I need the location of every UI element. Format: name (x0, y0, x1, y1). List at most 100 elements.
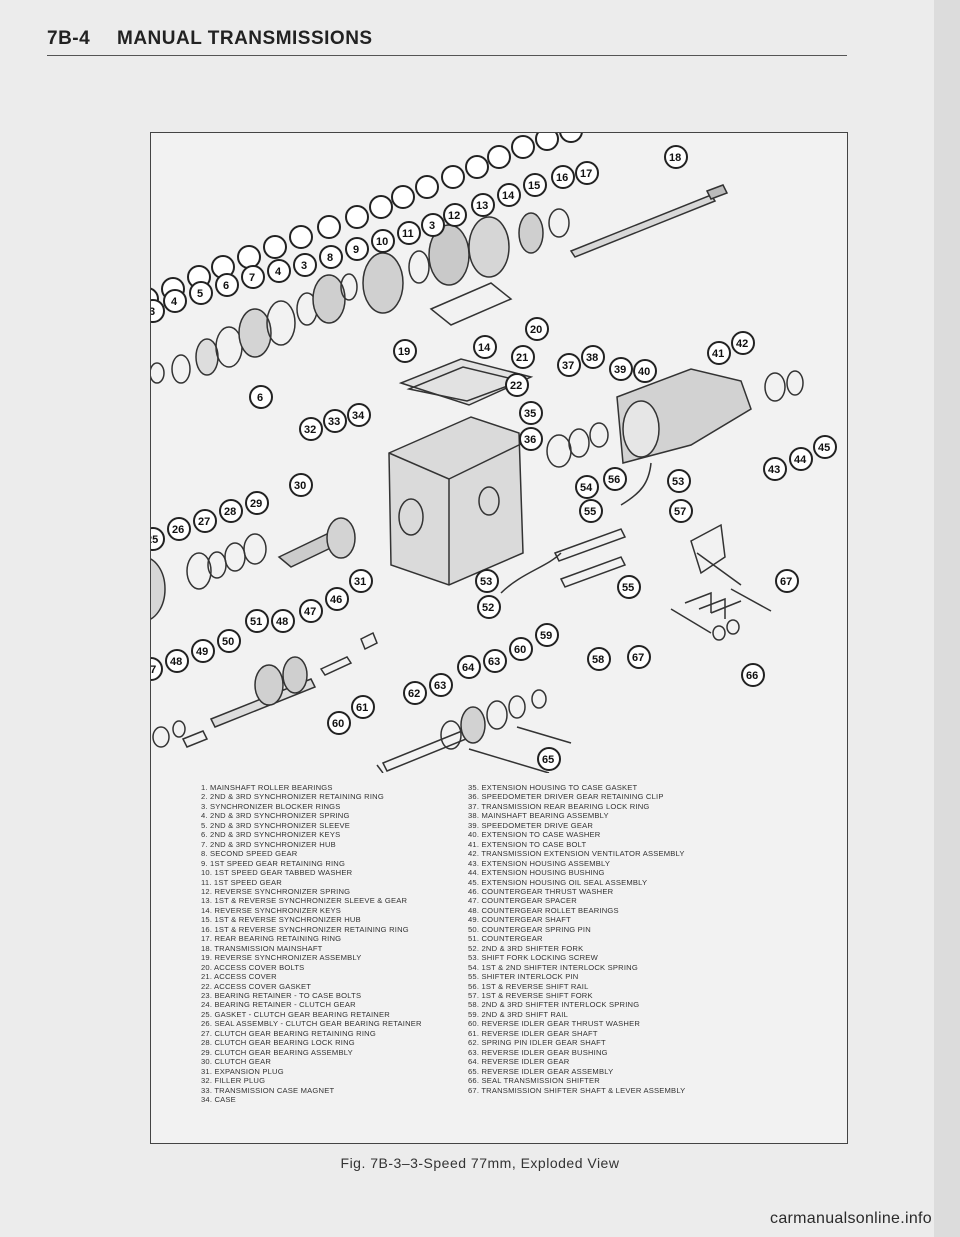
legend-item: 5. 2ND & 3RD SYNCHRONIZER SLEEVE (201, 820, 351, 830)
legend-item: 66. SEAL TRANSMISSION SHIFTER (468, 1076, 600, 1086)
svg-text:14: 14 (502, 190, 515, 202)
legend-item: 27. CLUTCH GEAR BEARING RETAINING RING (201, 1028, 376, 1038)
legend-item: 64. REVERSE IDLER GEAR (468, 1057, 570, 1067)
svg-text:4: 4 (275, 266, 282, 278)
svg-text:9: 9 (353, 244, 359, 256)
legend-left-column: 1. MAINSHAFT ROLLER BEARINGS 2. 2ND & 3R… (201, 783, 471, 1104)
legend-item: 7. 2ND & 3RD SYNCHRONIZER HUB (201, 839, 336, 849)
callout-group (151, 133, 583, 311)
svg-text:53: 53 (672, 476, 684, 488)
legend-item: 23. BEARING RETAINER - TO CASE BOLTS (201, 990, 362, 1000)
svg-text:35: 35 (524, 408, 536, 420)
legend-item: 65. REVERSE IDLER GEAR ASSEMBLY (468, 1066, 614, 1076)
svg-text:56: 56 (608, 474, 620, 486)
svg-text:53: 53 (480, 576, 492, 588)
legend-item: 44. EXTENSION HOUSING BUSHING (468, 868, 605, 878)
legend-item: 20. ACCESS COVER BOLTS (201, 962, 305, 972)
legend-item: 51. COUNTERGEAR (468, 934, 543, 944)
legend-item: 48. COUNTERGEAR ROLLET BEARINGS (468, 905, 619, 915)
svg-text:67: 67 (780, 576, 792, 588)
legend-item: 14. REVERSE SYNCHRONIZER KEYS (201, 905, 341, 915)
svg-text:8: 8 (327, 252, 333, 264)
legend-item: 28. CLUTCH GEAR BEARING LOCK RING (201, 1038, 355, 1048)
svg-text:49: 49 (196, 646, 208, 658)
legend-item: 21. ACCESS COVER (201, 972, 277, 982)
svg-text:3: 3 (301, 260, 307, 272)
legend-item: 33. TRANSMISSION CASE MAGNET (201, 1085, 335, 1095)
legend-item: 4. 2ND & 3RD SYNCHRONIZER SPRING (201, 811, 350, 821)
svg-text:16: 16 (556, 172, 568, 184)
svg-text:18: 18 (669, 152, 681, 164)
svg-text:47: 47 (151, 664, 156, 676)
legend-item: 60. REVERSE IDLER GEAR THRUST WASHER (468, 1019, 641, 1029)
svg-text:13: 13 (476, 200, 488, 212)
svg-text:7: 7 (249, 272, 255, 284)
page-header: 7B-4 MANUAL TRANSMISSIONS (47, 28, 847, 58)
legend-item: 24. BEARING RETAINER - CLUTCH GEAR (201, 1000, 356, 1010)
legend-item: 56. 1ST & REVERSE SHIFT RAIL (468, 981, 589, 991)
svg-text:65: 65 (542, 754, 554, 766)
svg-text:37: 37 (562, 360, 574, 372)
svg-text:39: 39 (614, 364, 626, 376)
legend-item: 35. EXTENSION HOUSING TO CASE GASKET (468, 783, 638, 792)
svg-text:64: 64 (462, 662, 475, 674)
svg-text:30: 30 (294, 480, 306, 492)
svg-text:28: 28 (224, 506, 236, 518)
svg-text:14: 14 (478, 342, 491, 354)
legend-item: 9. 1ST SPEED GEAR RETAINING RING (201, 858, 346, 868)
svg-text:61: 61 (356, 702, 368, 714)
svg-text:33: 33 (328, 416, 340, 428)
figure-frame: 18 17 16 15 14 13 12 3 11 10 9 8 3 4 7 6… (150, 132, 848, 1144)
exploded-view-diagram: 18 17 16 15 14 13 12 3 11 10 9 8 3 4 7 6… (151, 133, 837, 773)
legend-item: 50. COUNTERGEAR SPRING PIN (468, 924, 591, 934)
svg-text:19: 19 (398, 346, 410, 358)
legend-item: 13. 1ST & REVERSE SYNCHRONIZER SLEEVE & … (201, 896, 408, 906)
svg-text:55: 55 (584, 506, 596, 518)
legend-item: 25. GASKET - CLUTCH GEAR BEARING RETAINE… (201, 1009, 390, 1019)
svg-text:17: 17 (580, 168, 592, 180)
svg-text:63: 63 (434, 680, 446, 692)
legend-item: 34. CASE (201, 1094, 236, 1104)
legend-item: 8. SECOND SPEED GEAR (201, 849, 298, 859)
svg-text:62: 62 (408, 688, 420, 700)
svg-text:31: 31 (354, 576, 366, 588)
legend-item: 63. REVERSE IDLER GEAR BUSHING (468, 1047, 608, 1057)
svg-text:21: 21 (516, 352, 528, 364)
svg-text:66: 66 (746, 670, 758, 682)
legend-right-column: 35. EXTENSION HOUSING TO CASE GASKET 36.… (468, 783, 768, 1095)
svg-text:38: 38 (586, 352, 598, 364)
legend-item: 57. 1ST & REVERSE SHIFT FORK (468, 990, 593, 1000)
legend-item: 45. EXTENSION HOUSING OIL SEAL ASSEMBLY (468, 877, 648, 887)
svg-text:43: 43 (768, 464, 780, 476)
svg-text:67: 67 (632, 652, 644, 664)
legend-item: 54. 1ST & 2ND SHIFTER INTERLOCK SPRING (468, 962, 638, 972)
svg-text:27: 27 (198, 516, 210, 528)
legend-item: 11. 1ST SPEED GEAR (201, 877, 282, 887)
legend-item: 43. EXTENSION HOUSING ASSEMBLY (468, 858, 611, 868)
legend-item: 46. COUNTERGEAR THRUST WASHER (468, 886, 614, 896)
section-title: MANUAL TRANSMISSIONS (117, 28, 373, 49)
svg-text:41: 41 (712, 348, 724, 360)
svg-text:11: 11 (402, 228, 414, 240)
legend-item: 53. SHIFT FORK LOCKING SCREW (468, 953, 598, 963)
svg-text:55: 55 (622, 582, 634, 594)
legend-item: 15. 1ST & REVERSE SYNCHRONIZER HUB (201, 915, 361, 925)
legend-item: 37. TRANSMISSION REAR BEARING LOCK RING (468, 801, 650, 811)
svg-text:54: 54 (580, 482, 593, 494)
legend-item: 31. EXPANSION PLUG (201, 1066, 284, 1076)
svg-text:47: 47 (304, 606, 316, 618)
legend-item: 67. TRANSMISSION SHIFTER SHAFT & LEVER A… (468, 1085, 686, 1095)
legend-item: 17. REAR BEARING RETAINING RING (201, 934, 342, 944)
svg-text:46: 46 (330, 594, 342, 606)
svg-text:25: 25 (151, 534, 158, 546)
legend-item: 32. FILLER PLUG (201, 1076, 266, 1086)
legend-item: 6. 2ND & 3RD SYNCHRONIZER KEYS (201, 830, 341, 840)
legend-item: 2. 2ND & 3RD SYNCHRONIZER RETAINING RING (201, 792, 384, 802)
svg-text:6: 6 (257, 392, 263, 404)
svg-text:57: 57 (674, 506, 686, 518)
svg-text:3: 3 (429, 220, 435, 232)
legend-item: 40. EXTENSION TO CASE WASHER (468, 830, 601, 840)
page-edge-strip (934, 0, 960, 1237)
svg-text:29: 29 (250, 498, 262, 510)
svg-text:4: 4 (171, 296, 178, 308)
